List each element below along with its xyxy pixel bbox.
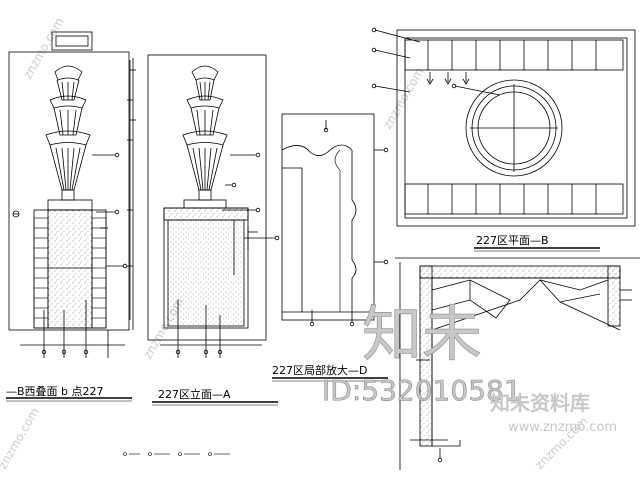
chandelier-left	[45, 65, 91, 201]
watermark-logo: 知未	[362, 300, 482, 370]
watermark-diag-3: znzmo.com	[380, 65, 426, 131]
footnote-marks	[123, 452, 230, 456]
title-detail-d: 227区局部放大—D	[272, 363, 367, 377]
watermark-diag-5: znzmo.com	[0, 405, 42, 471]
watermark-brand: 知未资料库	[490, 391, 590, 415]
brick-column	[33, 217, 107, 329]
title-elevation-a: 227区立面—A	[158, 387, 231, 401]
title-plan-b: 227区平面—B	[476, 234, 549, 247]
view-plan-b	[371, 27, 636, 252]
view-detail-d	[272, 113, 389, 382]
view-section-corner	[395, 257, 640, 470]
view-section-b	[6, 31, 133, 402]
title-section-b: —B西叠面 b 点227	[6, 385, 104, 398]
chandelier-right	[182, 65, 228, 201]
watermark-diag-1: znzmo.com	[20, 15, 66, 81]
view-elevation-a	[130, 54, 280, 406]
watermark-overlay: 知未 ID:532010581 知未资料库 www.znzmo.com	[322, 300, 617, 435]
watermark-id: ID:532010581	[322, 374, 522, 407]
watermark-url: www.znzmo.com	[508, 420, 617, 435]
